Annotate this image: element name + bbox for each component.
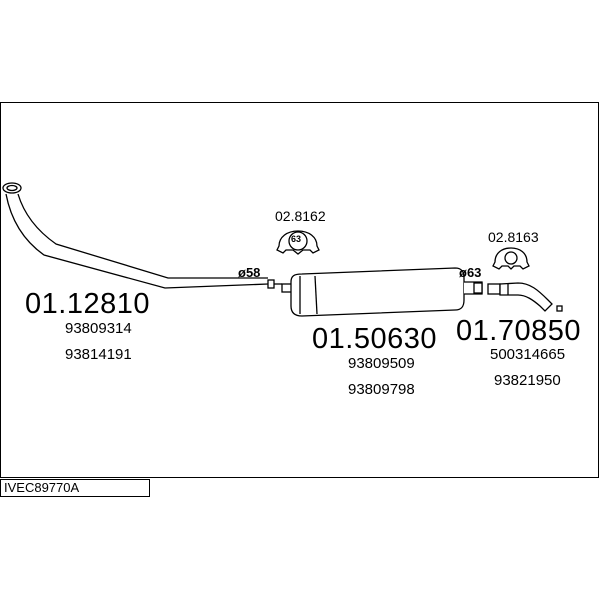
part-number-middle-silencer: 01.50630 (312, 323, 437, 355)
oem-number: 93821950 (494, 372, 561, 389)
diagram-code: IVEC89770A (4, 480, 80, 495)
front-pipe[interactable] (2, 182, 282, 289)
clamp-02-8163[interactable] (492, 247, 530, 270)
diagram-code-box: IVEC89770A (0, 479, 150, 497)
oem-number: 93809798 (348, 381, 415, 398)
clamp-02-8162[interactable] (276, 230, 320, 255)
part-number-tail-pipe: 01.70850 (456, 315, 581, 347)
oem-number: 93809509 (348, 355, 415, 372)
diameter-label: ø58 (238, 265, 261, 280)
oem-number: 93809314 (65, 320, 132, 337)
part-number-front-pipe: 01.12810 (25, 288, 150, 320)
clamp-part-number: 02.8163 (488, 229, 539, 245)
diameter-label: ø63 (459, 265, 482, 280)
middle-silencer[interactable] (281, 267, 483, 317)
clamp-size-label: 63 (291, 234, 302, 244)
clamp-part-number: 02.8162 (275, 208, 326, 224)
oem-number: 93814191 (65, 346, 132, 363)
oem-number: 500314665 (490, 346, 566, 363)
diagram-frame (0, 102, 599, 478)
tail-pipe[interactable] (487, 282, 563, 312)
